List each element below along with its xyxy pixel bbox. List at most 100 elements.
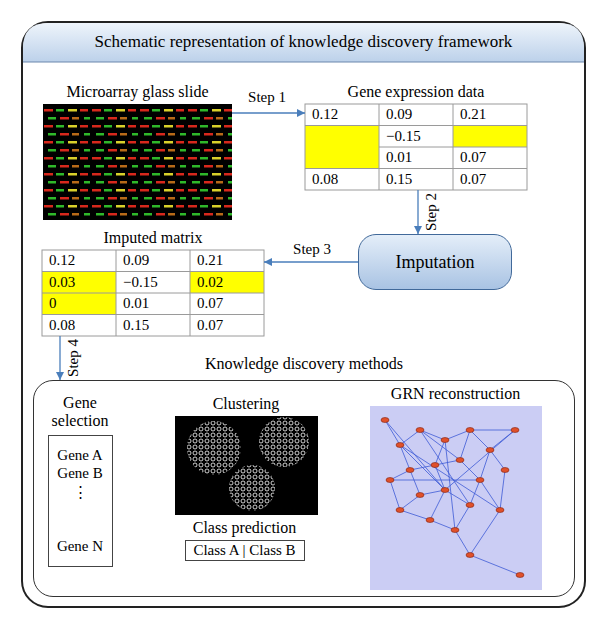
picture-panel: Microarray glass slide (43, 104, 232, 220)
gene-node (501, 468, 509, 473)
step-label: Step 2 (423, 193, 440, 231)
table-cell: 0.15 (123, 315, 149, 336)
list-item: Gene A (57, 446, 102, 465)
gene-node (381, 418, 389, 423)
gene-node (416, 493, 424, 498)
gene-node (476, 478, 484, 483)
panel-heading: Imputed matrix (103, 229, 202, 247)
gene-node (451, 528, 459, 533)
table-border (42, 250, 264, 336)
table-cell: 0.07 (460, 147, 486, 168)
table-cell: 0.09 (386, 104, 412, 125)
table-cell: 0.21 (460, 104, 486, 125)
gene-node (406, 468, 414, 473)
gene-node (511, 428, 519, 433)
plot-ground (175, 416, 318, 515)
box-label: Class A | Class B (192, 542, 298, 559)
panel-heading: GRN reconstruction (391, 385, 520, 403)
cluster (187, 421, 241, 475)
table-cell: 0.12 (49, 250, 75, 271)
gene-node (386, 478, 394, 483)
table-cell: 0.07 (460, 169, 486, 190)
header-band (23, 23, 584, 62)
gene-node (466, 428, 474, 433)
flow-arrow (264, 261, 358, 262)
gene-node (441, 488, 449, 493)
flow-arrow (417, 190, 418, 234)
imputed-table-grid (42, 250, 264, 336)
step-label: Step 4 (65, 339, 82, 377)
flow-arrow (232, 112, 305, 113)
table-cell: −0.15 (123, 272, 158, 293)
cluster (259, 417, 309, 467)
network-links (385, 420, 520, 575)
gene-node (466, 553, 474, 558)
expression-table-grid (305, 104, 527, 190)
gene-node (496, 508, 504, 513)
gene-node (426, 518, 434, 523)
table-cell: 0.08 (49, 315, 75, 336)
slide-ground (43, 104, 232, 220)
slide-spots (43, 104, 232, 220)
imputed-cell (190, 272, 264, 294)
class-box: Class predictionClass A | Class B (185, 540, 305, 561)
table-cell: 0 (49, 293, 57, 314)
gene-node (396, 443, 404, 448)
outer-frame (22, 22, 585, 607)
table-cell: 0.12 (312, 104, 338, 125)
table-cell: 0.09 (123, 250, 149, 271)
table-lines (305, 104, 527, 190)
table-cell: 0.07 (197, 293, 223, 314)
table-cell: 0.08 (312, 169, 338, 190)
table-cell: 0.03 (49, 272, 75, 293)
plot-ground (370, 406, 542, 590)
cluster-plot (175, 416, 318, 515)
table-cell: −0.15 (386, 126, 421, 147)
data-table: Gene expression data (305, 104, 527, 190)
gene-node (486, 448, 494, 453)
picture-panel: GRN reconstruction (370, 406, 542, 590)
process-box: Imputation (358, 234, 512, 290)
imputed-cell (42, 293, 116, 315)
data-table: Imputed matrix (42, 250, 264, 336)
list-box: Gene selectionGene AGene B⋮Gene N (48, 435, 113, 567)
imputed-cell (42, 272, 116, 294)
missing-cell (453, 126, 527, 148)
list-item: Gene B (57, 464, 102, 483)
table-cell: 0.01 (123, 293, 149, 314)
table-cell: 0.07 (197, 315, 223, 336)
table-cell: 0.01 (386, 147, 412, 168)
gene-node (441, 438, 449, 443)
list-item: Gene N (57, 537, 103, 556)
group-frame: Knowledge discovery methodsGene selectio… (33, 380, 575, 597)
table-cell: 0.15 (386, 169, 412, 190)
panel-heading: Knowledge discovery methods (205, 355, 403, 373)
gene-node (416, 428, 424, 433)
table-cell: 0.21 (197, 250, 223, 271)
microarray-slide (43, 104, 232, 220)
network-plot (370, 406, 542, 590)
gene-node (396, 508, 404, 513)
list-item: ⋮ (73, 483, 88, 502)
gene-node (431, 463, 439, 468)
panel-heading: Clustering (213, 395, 280, 413)
table-cell: 0.02 (197, 272, 223, 293)
diagram-title: Schematic representation of knowledge di… (22, 32, 585, 52)
flow-arrow (59, 336, 60, 380)
panel-heading: Microarray glass slide (66, 83, 208, 101)
gene-node (456, 458, 464, 463)
missing-cell (305, 126, 379, 169)
box-label: Imputation (396, 252, 475, 273)
step-label: Step 1 (248, 89, 286, 106)
header-rule (23, 62, 584, 63)
table-lines (42, 250, 264, 336)
panel-heading: Class prediction (193, 519, 297, 537)
panel-heading: Gene selection (44, 394, 116, 431)
panel-heading: Gene expression data (348, 83, 485, 101)
step-label: Step 3 (293, 241, 331, 258)
gene-node (516, 573, 524, 578)
table-border (305, 104, 527, 190)
picture-panel: Clustering (175, 416, 318, 515)
gene-node (466, 503, 474, 508)
